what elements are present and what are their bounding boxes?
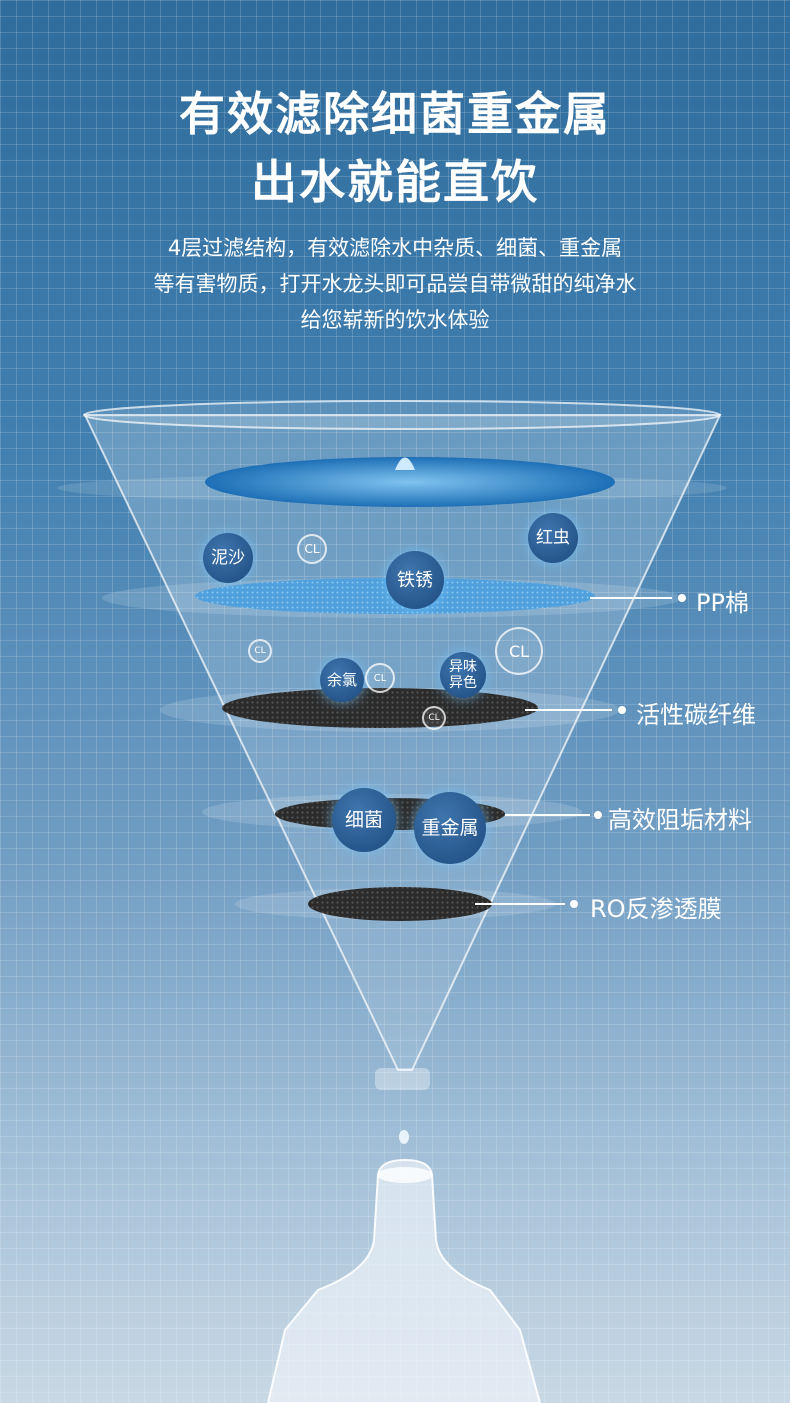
layer-label-scale-inhibitor: 高效阻垢材料 <box>608 806 752 834</box>
cone <box>83 400 722 1071</box>
ro-membrane-layer <box>235 887 555 921</box>
contaminant-heavy-metal: 重金属 <box>414 792 486 864</box>
label-leader-lines <box>475 594 686 908</box>
contaminant-sand: 泥沙 <box>203 533 253 583</box>
contaminant-red-worm: 红虫 <box>528 513 578 563</box>
water-drop <box>375 1068 430 1144</box>
headline-line1: 有效滤除细菌重金属 <box>179 87 611 141</box>
water-surface <box>57 457 727 507</box>
chlorine-molecule-icon: CL <box>422 706 446 730</box>
description-line: 等有害物质，打开水龙头即可品尝自带微甜的纯净水 <box>153 272 637 296</box>
chlorine-molecule-icon: CL <box>297 534 327 564</box>
contaminant-odor: 异味 异色 <box>440 652 486 698</box>
carbon-fiber-layer <box>160 688 620 732</box>
headline-line2: 出水就能直饮 <box>251 155 539 209</box>
chlorine-molecule-icon: CL <box>248 639 272 663</box>
layer-label-ro-membrane: RO反渗透膜 <box>590 895 722 923</box>
layer-label-carbon-fiber: 活性碳纤维 <box>636 701 756 729</box>
description: 4层过滤结构，有效滤除水中杂质、细菌、重金属 等有害物质，打开水龙头即可品尝自带… <box>0 230 790 338</box>
chlorine-molecule-icon: CL <box>365 663 395 693</box>
contaminant-bacteria: 细菌 <box>332 788 396 852</box>
chlorine-molecule-icon: CL <box>495 627 543 675</box>
description-line: 4层过滤结构，有效滤除水中杂质、细菌、重金属 <box>167 236 623 260</box>
contaminant-chlorine: 余氯 <box>320 658 364 702</box>
layer-label-pp-cotton: PP棉 <box>696 589 749 617</box>
contaminant-rust: 铁锈 <box>386 551 444 609</box>
description-line: 给您崭新的饮水体验 <box>300 308 490 332</box>
baby-bottle <box>266 1158 542 1403</box>
